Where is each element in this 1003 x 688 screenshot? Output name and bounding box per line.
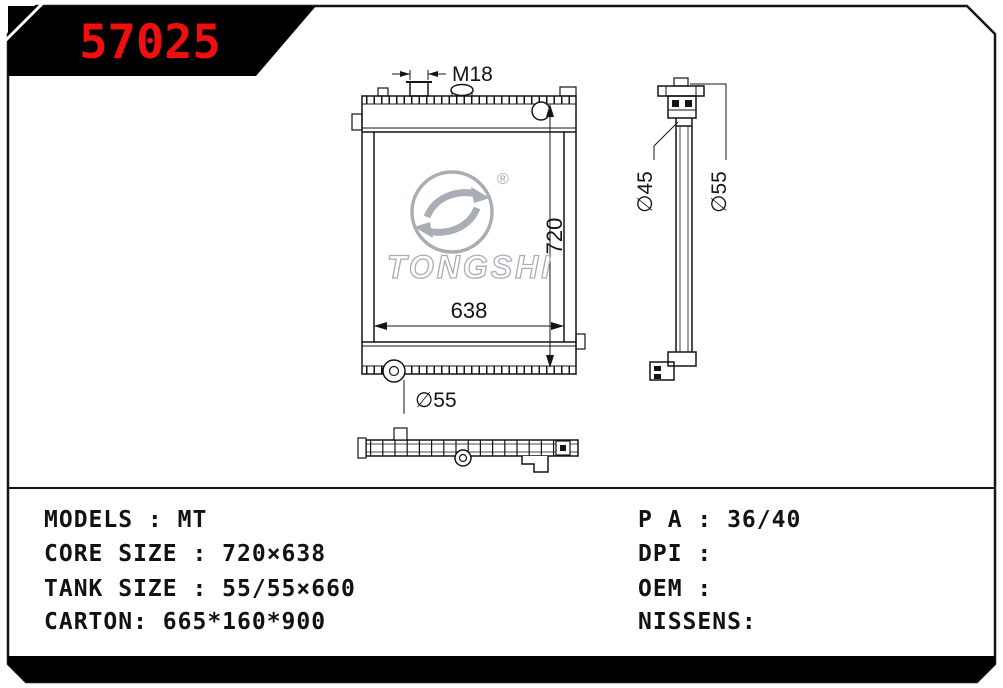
spec-pa: P A : 36/40 — [638, 507, 802, 533]
dim-outlet-55: ∅55 — [415, 389, 457, 412]
dim-thread-m18: M18 — [452, 63, 493, 86]
bottom-top-fitting — [393, 427, 408, 441]
spec-oem: OEM : — [638, 576, 728, 602]
filler-cap — [450, 83, 474, 97]
brand-watermark: TONGSHI — [387, 249, 553, 285]
top-bracket — [377, 87, 389, 97]
bottom-outlet — [382, 359, 406, 383]
top-right-bracket — [559, 86, 577, 97]
right-tab — [575, 333, 586, 350]
part-number-banner: 57025 — [0, 0, 316, 76]
bottom-left-cap — [357, 437, 367, 459]
dim-inlet-45: ∅45 — [634, 171, 657, 213]
drain-plug — [454, 449, 472, 467]
front-view — [351, 81, 586, 383]
banner-corner-cut — [0, 0, 46, 46]
watermark-logo: ® TONGSHI — [386, 170, 553, 286]
bottom-view — [357, 427, 579, 473]
dim-width-638: 638 — [451, 298, 488, 323]
left-tab — [351, 113, 363, 131]
mounting-hole — [531, 101, 551, 121]
side-view — [649, 77, 705, 381]
spec-models: MODELS : MT — [44, 507, 208, 533]
bottom-bar — [8, 656, 995, 682]
part-number: 57025 — [79, 15, 220, 70]
spec-tank-size: TANK SIZE : 55/55×660 — [44, 576, 356, 602]
logo-arrow-upper — [423, 189, 478, 219]
dim-side-outlet-55: ∅55 — [708, 171, 731, 213]
spec-nissens: NISSENS: — [638, 609, 757, 635]
spec-dpi: DPI : — [638, 541, 728, 567]
registered-mark: ® — [497, 171, 509, 188]
spec-core-size: CORE SIZE : 720×638 — [44, 541, 327, 567]
dim-height-720: 720 — [542, 218, 567, 255]
front-view-dimensions: M18 720 638 ∅55 — [374, 63, 567, 414]
spec-carton: CARTON: 665*160*900 — [44, 609, 327, 635]
logo-circle — [410, 170, 494, 254]
logo-arrow-lower — [426, 206, 481, 236]
side-view-dimensions: ∅45 ∅55 — [634, 83, 731, 213]
inlet-fitting — [409, 81, 429, 97]
banner-ribbon — [8, 6, 316, 76]
bottom-outlet-step — [521, 456, 549, 473]
